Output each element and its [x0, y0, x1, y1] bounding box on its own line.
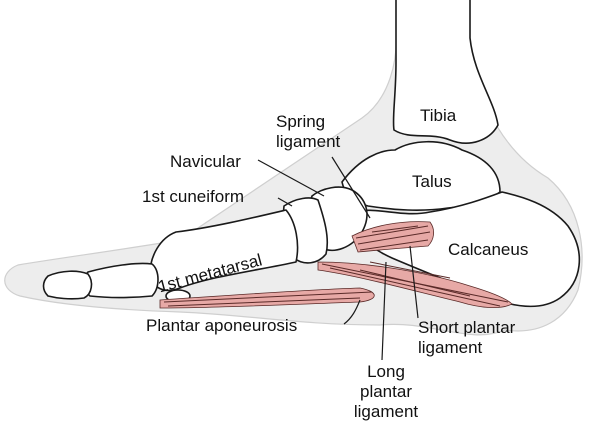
- label-spring-ligament: Spring ligament: [276, 112, 340, 152]
- label-tibia: Tibia: [420, 106, 457, 125]
- leader-short-plantar-ligament: [409, 245, 419, 319]
- label-spring-ligament-line-1: Spring: [276, 112, 326, 131]
- leader-navicular: [257, 159, 325, 197]
- tibia-bone: [392, 0, 499, 144]
- leader-spring-ligament: [331, 156, 371, 219]
- label-short-plantar-ligament-line-1: Short plantar: [418, 318, 516, 337]
- label-long-plantar-ligament-line-1: Long: [367, 362, 405, 381]
- distal-phalanx-bone: [42, 270, 93, 300]
- label-spring-ligament-line-2: ligament: [276, 132, 341, 151]
- leader-lines: [257, 156, 419, 361]
- calcaneus-bone: [351, 191, 581, 308]
- label-long-plantar-ligament-line-3: ligament: [353, 402, 419, 421]
- label-talus: Talus: [412, 172, 452, 191]
- label-calcaneus: Calcaneus: [448, 240, 529, 259]
- spring-ligament: [351, 221, 434, 253]
- label-first-cuneiform: 1st cuneiform: [142, 187, 245, 206]
- leader-plantar-aponeurosis: [343, 299, 361, 325]
- leader-long-plantar-ligament: [381, 261, 387, 361]
- spring-ligament-stripes: [355, 225, 431, 251]
- plantar-aponeurosis: [159, 287, 375, 309]
- label-navicular: Navicular: [170, 152, 241, 171]
- label-long-plantar-ligament: Long plantar ligament: [346, 362, 426, 422]
- label-short-plantar-ligament-line-2: ligament: [418, 338, 483, 357]
- plantar-aponeurosis-stripes: [163, 291, 373, 307]
- label-long-plantar-ligament-line-2: plantar: [360, 382, 412, 401]
- leader-first-cuneiform: [277, 197, 293, 207]
- label-plantar-aponeurosis: Plantar aponeurosis: [146, 316, 298, 335]
- label-short-plantar-ligament: Short plantar ligament: [418, 318, 515, 358]
